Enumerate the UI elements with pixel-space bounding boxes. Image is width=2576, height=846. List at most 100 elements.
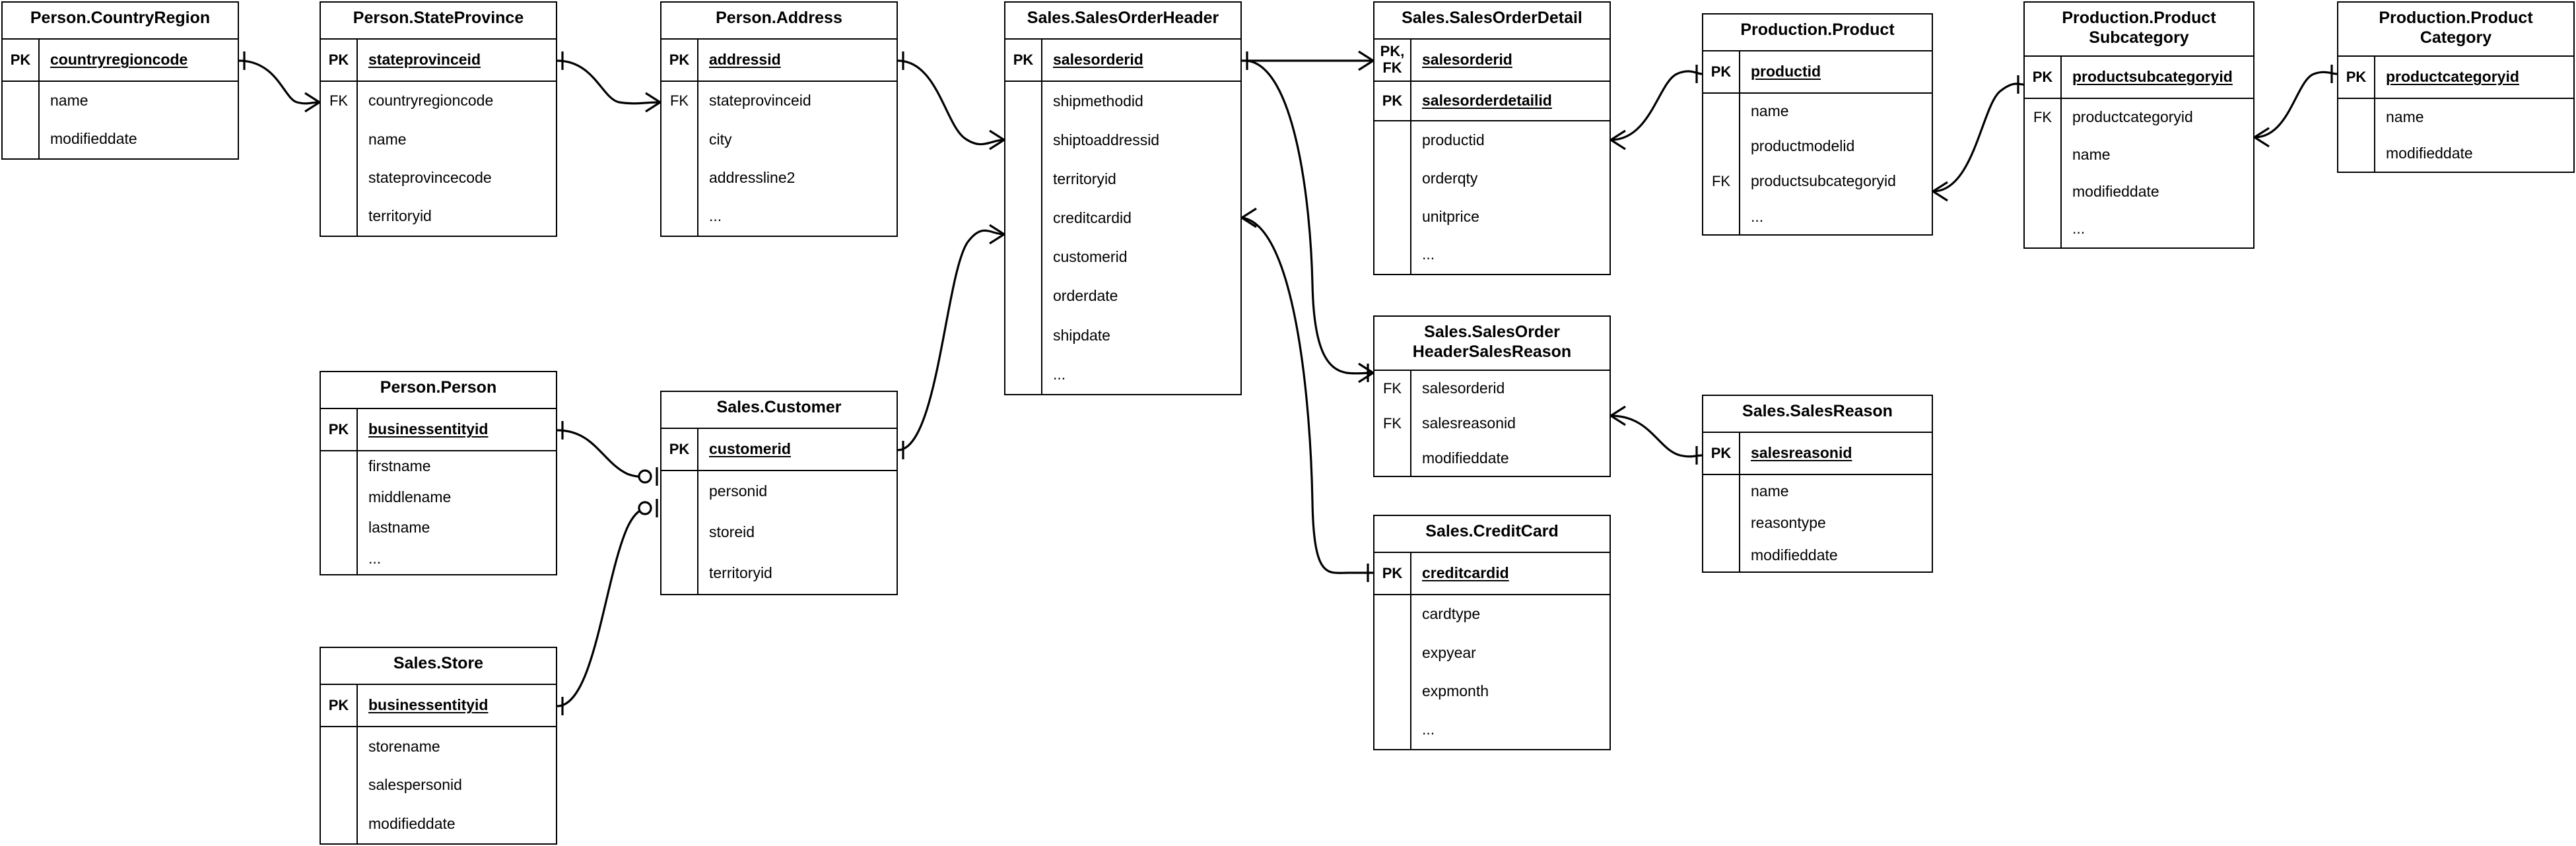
attribute-name: creditcardid <box>1053 209 1132 227</box>
attribute-row[interactable]: productmodelid <box>1703 129 1932 164</box>
attribute-row[interactable]: ... <box>321 543 556 574</box>
attribute-row[interactable]: shiptoaddressid <box>1005 121 1240 160</box>
attribute-row[interactable]: firstname <box>321 451 556 482</box>
key-field-name: salesreasonid <box>1751 444 1852 462</box>
attribute-row[interactable]: ... <box>2025 210 2253 247</box>
key-label: PK <box>321 685 358 726</box>
attribute-row[interactable]: reasontype <box>1703 507 1932 540</box>
attribute-row[interactable]: storeid <box>661 512 897 553</box>
attribute-name: modifieddate <box>50 130 137 148</box>
attribute-row[interactable]: ... <box>1374 710 1610 749</box>
attribute-row[interactable]: expmonth <box>1374 672 1610 711</box>
key-row[interactable]: PK customerid <box>661 429 897 470</box>
attribute-row[interactable]: territoryid <box>661 553 897 594</box>
attribute-row[interactable]: name <box>3 82 238 120</box>
attribute-row[interactable]: modifieddate <box>2338 135 2573 172</box>
entity-title: Sales.CreditCard <box>1374 516 1610 553</box>
attribute-row[interactable]: modifieddate <box>321 804 556 844</box>
attribute-row[interactable]: middlename <box>321 482 556 513</box>
attribute-row[interactable]: name <box>1703 475 1932 507</box>
key-label: PK <box>321 40 358 81</box>
attribute-row[interactable]: creditcardid <box>1005 199 1240 238</box>
attribute-name: expyear <box>1422 643 1476 661</box>
attribute-row[interactable]: name <box>2025 136 2253 174</box>
attribute-row[interactable]: shipmethodid <box>1005 82 1240 121</box>
attribute-key-label <box>661 512 698 553</box>
attribute-row[interactable]: personid <box>661 471 897 512</box>
attribute-row[interactable]: ... <box>1005 354 1240 394</box>
attribute-row[interactable]: stateprovincecode <box>321 158 556 197</box>
attribute-row[interactable]: ... <box>1374 236 1610 274</box>
attribute-row[interactable]: salespersonid <box>321 765 556 805</box>
attribute-name: modifieddate <box>1751 546 1838 564</box>
attribute-row[interactable]: modifieddate <box>1703 539 1932 572</box>
attribute-section: name modifieddate <box>3 82 238 158</box>
attribute-row[interactable]: territoryid <box>1005 160 1240 199</box>
attribute-key-label <box>321 765 358 805</box>
attribute-row[interactable]: ... <box>1703 199 1932 234</box>
attribute-row[interactable]: productid <box>1374 121 1610 160</box>
attribute-row[interactable]: name <box>321 120 556 159</box>
attribute-row[interactable]: modifieddate <box>2025 173 2253 211</box>
attribute-row[interactable]: name <box>2338 99 2573 135</box>
entity-title: Sales.SalesReason <box>1703 396 1932 433</box>
attribute-row[interactable]: customerid <box>1005 238 1240 277</box>
attribute-row[interactable]: shipdate <box>1005 315 1240 355</box>
attribute-row[interactable]: territoryid <box>321 197 556 236</box>
attribute-row[interactable]: expyear <box>1374 634 1610 672</box>
entity-title: Sales.Customer <box>661 392 897 429</box>
attribute-row[interactable]: modifieddate <box>1374 441 1610 476</box>
attribute-row[interactable]: name <box>1703 94 1932 129</box>
key-field-name: customerid <box>709 440 791 458</box>
key-label: PK <box>1703 433 1740 474</box>
attribute-key-label <box>1703 507 1740 540</box>
attribute-row[interactable]: modifieddate <box>3 120 238 158</box>
key-row[interactable]: PK salesreasonid <box>1703 433 1932 474</box>
attribute-row[interactable]: cardtype <box>1374 595 1610 634</box>
attribute-name: territoryid <box>368 207 432 225</box>
attribute-row[interactable]: lastname <box>321 513 556 544</box>
attribute-row[interactable]: ... <box>661 197 897 236</box>
attribute-row[interactable]: unitprice <box>1374 197 1610 236</box>
attribute-name: ... <box>1422 245 1435 263</box>
attribute-row[interactable]: orderdate <box>1005 277 1240 316</box>
attribute-row[interactable]: storename <box>321 727 556 766</box>
attribute-row[interactable]: addressline2 <box>661 158 897 197</box>
attribute-row[interactable]: city <box>661 120 897 159</box>
key-label: PK <box>661 429 698 470</box>
attribute-row[interactable]: orderqty <box>1374 159 1610 198</box>
